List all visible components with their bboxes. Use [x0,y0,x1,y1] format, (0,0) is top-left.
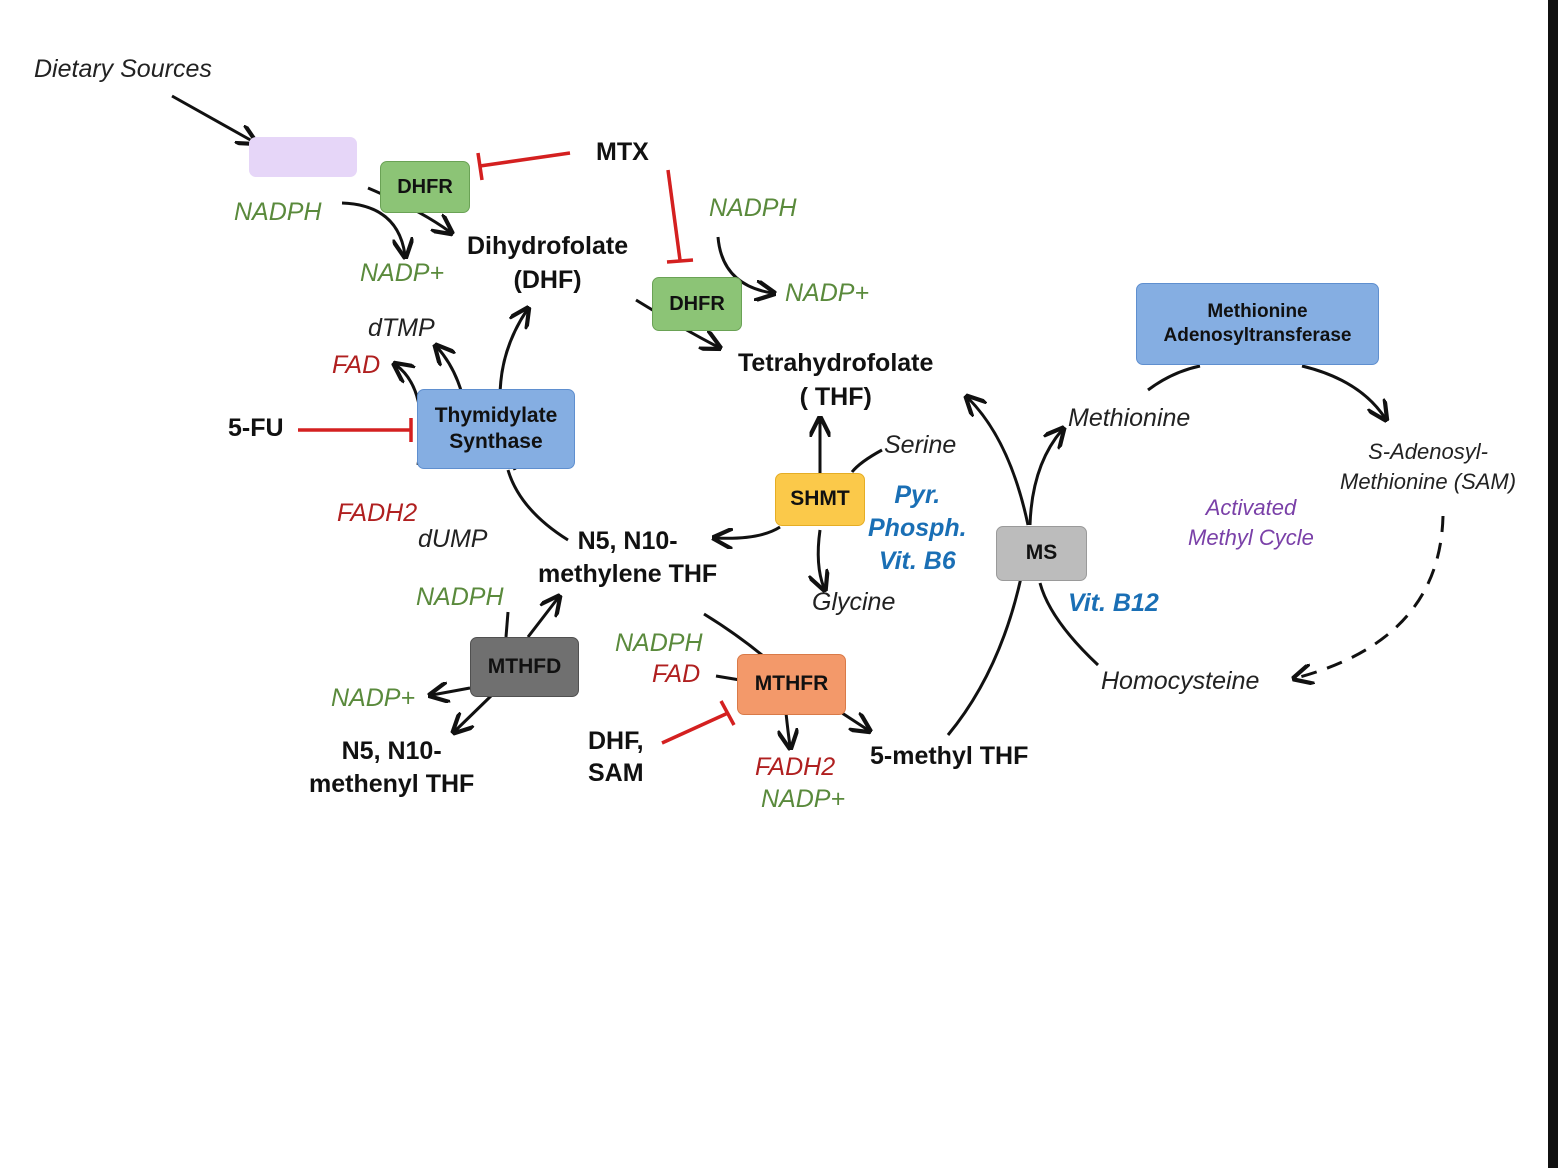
methylene-line1: N5, N10- [577,527,678,555]
mthfr-enzyme-box: MTHFR [737,654,846,715]
dhfr-enzyme-box-2: DHFR [652,277,742,331]
thf-line2: ( THF) [799,383,872,411]
nadph1-arrow [341,201,405,255]
sam-to-homocysteine-arrow [1296,515,1445,678]
nadph-label-2: NADPH [709,194,797,222]
ms-to-thf-arrow [968,398,1030,526]
dietary-sources-label: Dietary Sources [34,55,212,83]
activated-methyl-cycle-label: Activated Methyl Cycle [1188,493,1314,552]
mthfr-fadh2-arrow [786,712,790,746]
serine-line [850,448,883,473]
methionine-label: Methionine [1068,404,1191,432]
5-methyl-thf-label: 5-methyl THF [870,742,1029,770]
mthfd-nadp-arrow [432,688,471,695]
dhfr-label-2: DHFR [669,292,725,315]
dump-label: dUMP [418,525,488,553]
pyr-line3: Vit. B6 [878,547,956,575]
ms-enzyme-box: MS [996,526,1087,581]
5fu-label: 5-FU [228,414,284,442]
mtx-label: MTX [596,138,649,166]
shmt-enzyme-box: SHMT [775,473,865,526]
mat-to-sam-arrow [1301,364,1385,418]
dhfr-label-1: DHFR [397,175,453,198]
pyr-line1: Pyr. [894,481,941,509]
shmt-label: SHMT [790,487,850,511]
dhfr-enzyme-box-1: DHFR [380,161,470,213]
methenyl-thf-label: N5, N10- methenyl THF [309,739,474,797]
mtx-dhfr2-inhibitor [666,169,682,261]
right-edge-border [1548,0,1558,1168]
pyr-line2: Phosph. [868,514,967,542]
dhf-sam-line1: DHF, [588,727,644,755]
pyridoxal-phosphate-label: Pyr. Phosph. Vit. B6 [868,479,967,578]
dhf-sam-line2: SAM [588,759,644,787]
dietary-arrow [171,94,254,142]
methylene-to-mthfr [703,612,763,657]
sam-label: S-Adenosyl- Methionine (SAM) [1340,437,1516,496]
homocysteine-label: Homocysteine [1101,667,1260,695]
methionine-to-mat [1147,364,1201,392]
fadh2-label-2: FADH2 [755,753,836,781]
folate-placeholder-box [249,137,357,177]
mthfd-to-methylene-arrow [526,598,558,638]
serine-label: Serine [884,431,957,459]
fad-label-1: FAD [332,351,381,379]
ts-line1: Thymidylate [434,403,558,427]
vit-b12-label: Vit. B12 [1068,589,1159,617]
mthfr-5methyl-arrow [841,711,868,730]
nadph-label-4: NADPH [615,629,703,657]
methylene-to-ts [506,469,569,542]
fadh2-label-1: FADH2 [337,499,418,527]
methylene-thf-label: N5, N10- methylene THF [538,529,717,587]
dhf-line1: Dihydrofolate [467,232,629,260]
nadp-label-1: NADP+ [360,259,445,287]
ms-to-methionine-arrow [1028,430,1062,526]
dhfsam-mthfr-inhibitor [661,711,729,745]
dtmp-label: dTMP [368,314,435,342]
nadph2-arrow [716,236,772,293]
nadp-label-2: NADP+ [785,279,870,307]
dhf-sam-label: DHF, SAM [588,729,644,786]
methionine-adenosyltransferase-box: Methionine Adenosyltransferase [1136,283,1379,365]
sam-line1: S-Adenosyl- [1368,439,1488,464]
sam-line2: Methionine (SAM) [1340,468,1517,494]
methenyl-line1: N5, N10- [341,737,442,765]
fad-label-2: FAD [652,660,701,688]
nadp-label-3: NADP+ [331,684,416,712]
thf-label: Tetrahydrofolate ( THF) [738,351,933,410]
nadph-label-1: NADPH [234,198,322,226]
nadp-label-4: NADP+ [761,785,846,813]
nadph3-line [504,611,510,638]
amc-line1: Activated [1205,495,1297,520]
mthfd-enzyme-box: MTHFD [470,637,579,697]
mtx-dhfr1-inhibitor [479,151,571,168]
dhf-line2: (DHF) [513,266,582,294]
mat-line2: Adenosyltransferase [1163,325,1352,346]
nadph-label-3: NADPH [416,583,504,611]
mat-line1: Methionine [1207,301,1308,323]
methenyl-line2: methenyl THF [309,770,475,798]
mthfd-methenyl-arrow [455,693,494,731]
methylene-line2: methylene THF [538,560,718,588]
shmt-glycine-arrow [818,529,824,588]
homocysteine-to-ms [1038,582,1100,667]
fad2-line [715,674,741,682]
ts-line2: Synthase [449,430,543,453]
mthfr-label: MTHFR [754,672,829,696]
dhf-label: Dihydrofolate (DHF) [467,234,628,293]
amc-line2: Methyl Cycle [1188,524,1314,550]
glycine-label: Glycine [812,588,896,616]
thymidylate-synthase-box: Thymidylate Synthase [417,389,575,469]
mthfd-label: MTHFD [487,654,562,678]
shmt-to-methylene-arrow [716,525,781,538]
ms-label: MS [1025,541,1058,565]
thf-line1: Tetrahydrofolate [738,349,934,377]
